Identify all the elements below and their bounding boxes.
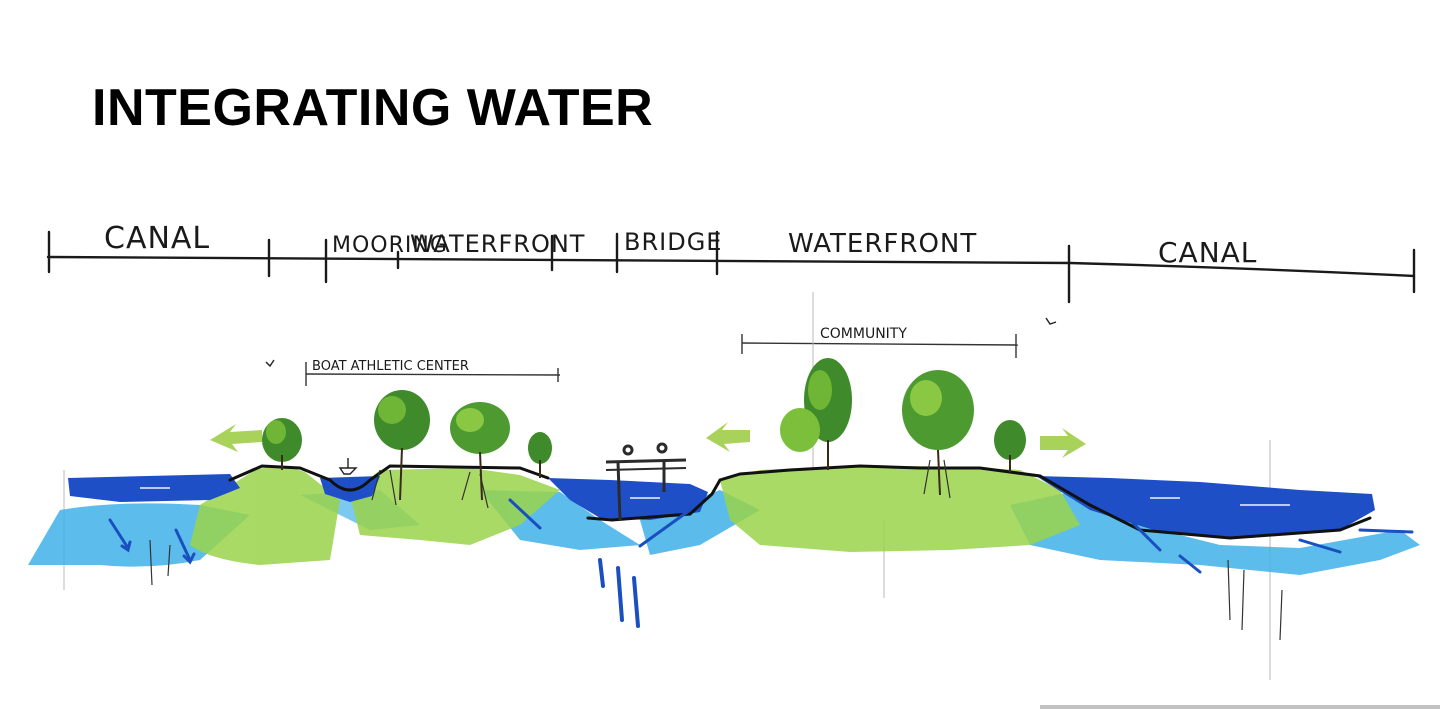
zone-label-bridge: BRIDGE xyxy=(624,228,722,256)
zone-label-waterfront-right: WATERFRONT xyxy=(788,229,977,259)
zone-label-canal-right: CANAL xyxy=(1158,236,1257,269)
zone-label-canal-left: CANAL xyxy=(104,221,210,256)
tree-icon xyxy=(780,408,820,452)
boat-center-label: BOAT ATHLETIC CENTER xyxy=(312,359,469,374)
tree-icon xyxy=(262,418,302,470)
bird-icon xyxy=(1046,318,1056,324)
scan-smudge xyxy=(1040,705,1440,709)
flow-arrow-icon xyxy=(706,422,750,452)
flow-arrow-icon xyxy=(210,424,262,452)
community-label: COMMUNITY xyxy=(820,326,907,342)
bird-icon xyxy=(266,360,274,366)
zone-label-waterfront-left: WATERFRONT xyxy=(410,230,585,258)
flow-arrow-icon xyxy=(1040,428,1086,458)
boat-icon xyxy=(340,458,356,474)
tree-icon xyxy=(994,420,1026,472)
